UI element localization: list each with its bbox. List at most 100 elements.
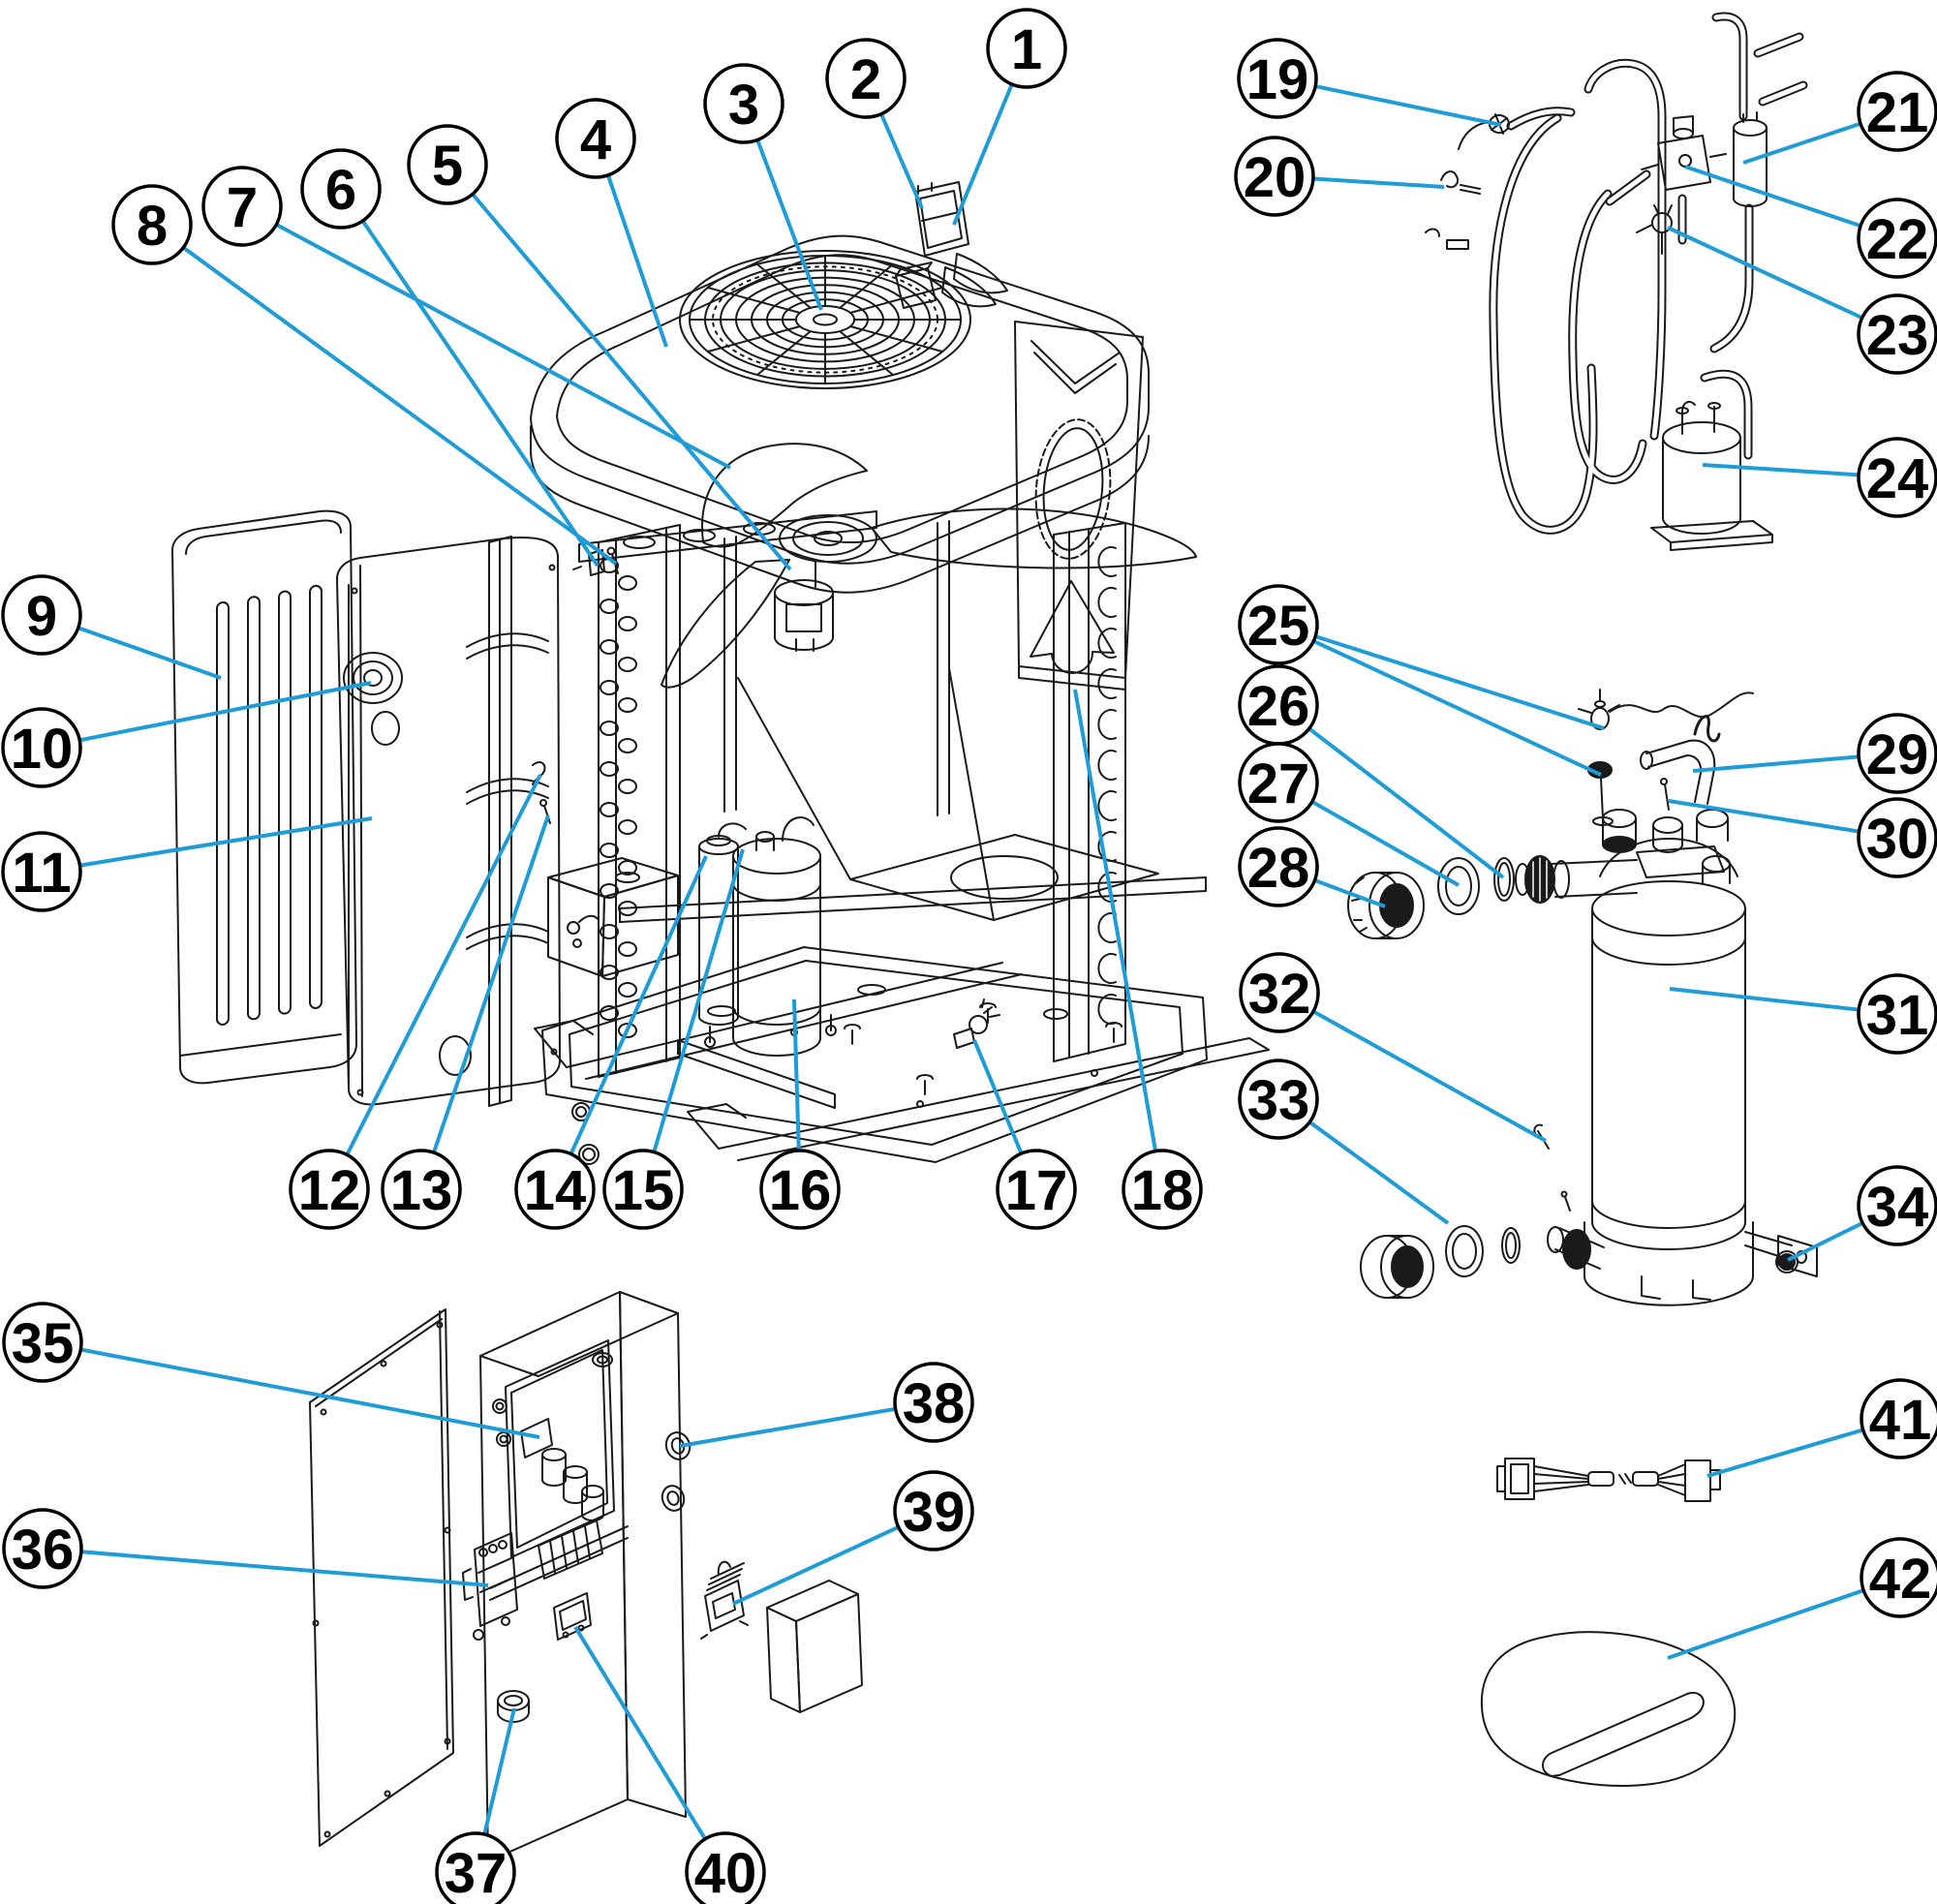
leader-line-11 [79, 816, 373, 868]
leader-line-22 [1684, 165, 1861, 229]
callout-circle-15 [602, 1149, 684, 1230]
coil-bend [618, 697, 637, 713]
coil-bend [600, 721, 619, 736]
callout-number-33: 33 [1247, 1069, 1310, 1132]
contactor [462, 1532, 518, 1641]
leader-line-34 [1787, 1221, 1864, 1262]
callout-number-42: 42 [1869, 1548, 1932, 1611]
coil-fin [1097, 546, 1117, 577]
leader-line-38 [679, 1406, 896, 1448]
leader-line-25 [1314, 634, 1605, 730]
transformer [700, 1560, 749, 1640]
coil-bend [618, 657, 637, 672]
callout-number-34: 34 [1866, 1176, 1929, 1239]
leader-line-7 [275, 223, 731, 470]
callout-circle-14 [514, 1149, 596, 1230]
callout-circle-8 [111, 184, 193, 265]
callout-number-37: 37 [445, 1842, 507, 1904]
coil-fin [1097, 668, 1117, 699]
hx-inlet-neck [1515, 855, 1638, 904]
leader-line-40 [573, 1625, 707, 1840]
terminal-strip [538, 1520, 603, 1580]
callout-circle-12 [289, 1149, 370, 1230]
callout-number-16: 16 [769, 1159, 832, 1222]
callout-number-17: 17 [1005, 1159, 1068, 1222]
callout-number-26: 26 [1247, 675, 1310, 738]
callout-circle-2 [825, 38, 907, 119]
leader-line-10 [78, 681, 372, 743]
callout-number-22: 22 [1866, 208, 1929, 271]
cover-pad [1480, 1631, 1737, 1787]
callout-circle-25 [1238, 584, 1319, 665]
left-cabinet-panels [171, 509, 600, 1207]
callout-circle-38 [893, 1362, 974, 1443]
grille-panel [171, 509, 357, 1085]
coil-bend [618, 1023, 637, 1038]
filter-drier [1733, 111, 1768, 207]
leader-line-42 [1667, 1588, 1864, 1660]
callout-circle-4 [555, 98, 636, 179]
leader-line-14 [569, 855, 708, 1155]
callout-number-6: 6 [325, 159, 356, 222]
callout-number-11: 11 [12, 842, 71, 905]
leader-line-19 [1314, 84, 1502, 127]
leader-line-15 [652, 848, 745, 1153]
evaporator-coil-left [598, 524, 681, 1078]
callout-number-36: 36 [12, 1519, 75, 1582]
callout-circle-20 [1234, 136, 1315, 217]
leader-line-9 [77, 626, 222, 680]
callout-number-38: 38 [903, 1372, 966, 1435]
leader-line-12 [345, 774, 542, 1156]
callout-number-30: 30 [1866, 808, 1929, 871]
cable-glands [661, 1431, 692, 1512]
leader-line-39 [732, 1524, 900, 1606]
coil-fin [1097, 587, 1117, 618]
callout-circle-9 [1, 574, 82, 656]
coil-fin [1097, 750, 1117, 781]
callout-number-29: 29 [1866, 723, 1929, 786]
leader-line-8 [182, 245, 618, 566]
leader-line-28 [1313, 878, 1386, 908]
junction-box [547, 857, 679, 977]
base-pan [541, 946, 1208, 1163]
coil-fin [1097, 872, 1117, 903]
leader-line-25 [1312, 639, 1602, 777]
callout-circle-30 [1857, 797, 1937, 878]
callout-number-12: 12 [298, 1159, 361, 1222]
leader-line-33 [1308, 1120, 1450, 1225]
leader-line-23 [1667, 226, 1863, 321]
callout-number-21: 21 [1866, 81, 1929, 144]
accumulator [1650, 400, 1773, 551]
callout-number-14: 14 [524, 1159, 587, 1222]
four-way-valve [1641, 115, 1727, 191]
heat-exchanger [1347, 689, 1818, 1306]
callout-circle-41 [1860, 1378, 1937, 1459]
callout-circle-24 [1857, 437, 1937, 518]
callout-number-20: 20 [1244, 146, 1307, 209]
fan-motor [774, 561, 834, 652]
callout-number-10: 10 [11, 718, 74, 781]
leader-line-16 [792, 998, 801, 1152]
callout-circle-23 [1857, 293, 1937, 375]
coil-bend [600, 761, 619, 777]
leader-line-3 [755, 138, 823, 311]
callout-number-19: 19 [1246, 48, 1309, 111]
coil-bend [618, 575, 637, 591]
leader-line-5 [471, 193, 792, 571]
coil-bend [600, 843, 619, 858]
leader-line-27 [1310, 800, 1460, 887]
leader-line-30 [1668, 799, 1860, 834]
leader-line-2 [879, 112, 924, 209]
coil-bend [600, 883, 619, 899]
leader-line-1 [952, 83, 1014, 226]
leader-line-31 [1669, 987, 1860, 1012]
callout-circle-29 [1857, 713, 1937, 794]
callout-circle-34 [1857, 1165, 1937, 1246]
terminal-block [553, 1592, 592, 1641]
callout-number-31: 31 [1866, 984, 1929, 1047]
callout-number-27: 27 [1247, 752, 1310, 815]
callout-number-35: 35 [12, 1312, 75, 1375]
leader-line-20 [1312, 176, 1445, 189]
coil-bend [618, 819, 637, 835]
